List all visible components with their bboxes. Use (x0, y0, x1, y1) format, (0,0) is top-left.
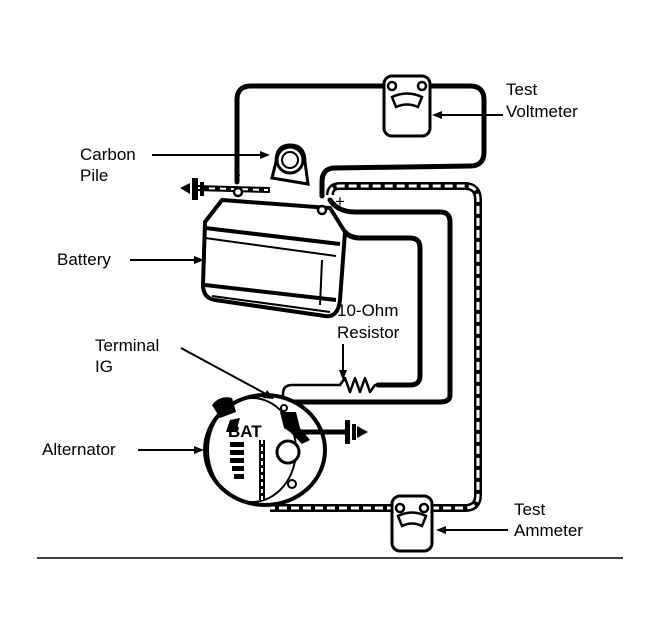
label-test-ammeter-line1: Test (514, 500, 545, 519)
terminal-ig-leader (180, 347, 267, 395)
ground-bolt-icon (180, 178, 204, 200)
test-ammeter-icon (390, 494, 434, 553)
resistor-icon (338, 376, 380, 394)
negative-terminal-mark: - (235, 165, 241, 184)
field-wire-outer (287, 197, 453, 423)
label-terminal-ig-line2: IG (95, 357, 113, 376)
label-resistor-line2: Resistor (337, 323, 400, 342)
carbon-pile-icon (270, 143, 310, 186)
positive-terminal-mark: + (335, 192, 345, 211)
label-test-voltmeter-line2: Voltmeter (506, 102, 578, 121)
label-resistor-line1: 10-Ohm (337, 301, 398, 320)
label-battery: Battery (57, 250, 111, 269)
alternator-bat-mark: BAT (228, 422, 262, 441)
label-carbon-pile-line1: Carbon (80, 145, 136, 164)
output-stud-icon (300, 420, 368, 444)
voltmeter-wire (234, 83, 487, 199)
label-alternator: Alternator (42, 440, 116, 459)
label-carbon-pile-line2: Pile (80, 166, 108, 185)
test-voltmeter-icon (382, 74, 432, 138)
battery-icon (200, 197, 348, 319)
terminal-ig-wire (281, 383, 342, 410)
resistor-wire (342, 229, 423, 388)
label-test-voltmeter-line1: Test (506, 80, 537, 99)
label-test-ammeter-line2: Ammeter (514, 521, 583, 540)
label-terminal-ig-line1: Terminal (95, 336, 159, 355)
alternator-icon: BAT (203, 393, 327, 507)
